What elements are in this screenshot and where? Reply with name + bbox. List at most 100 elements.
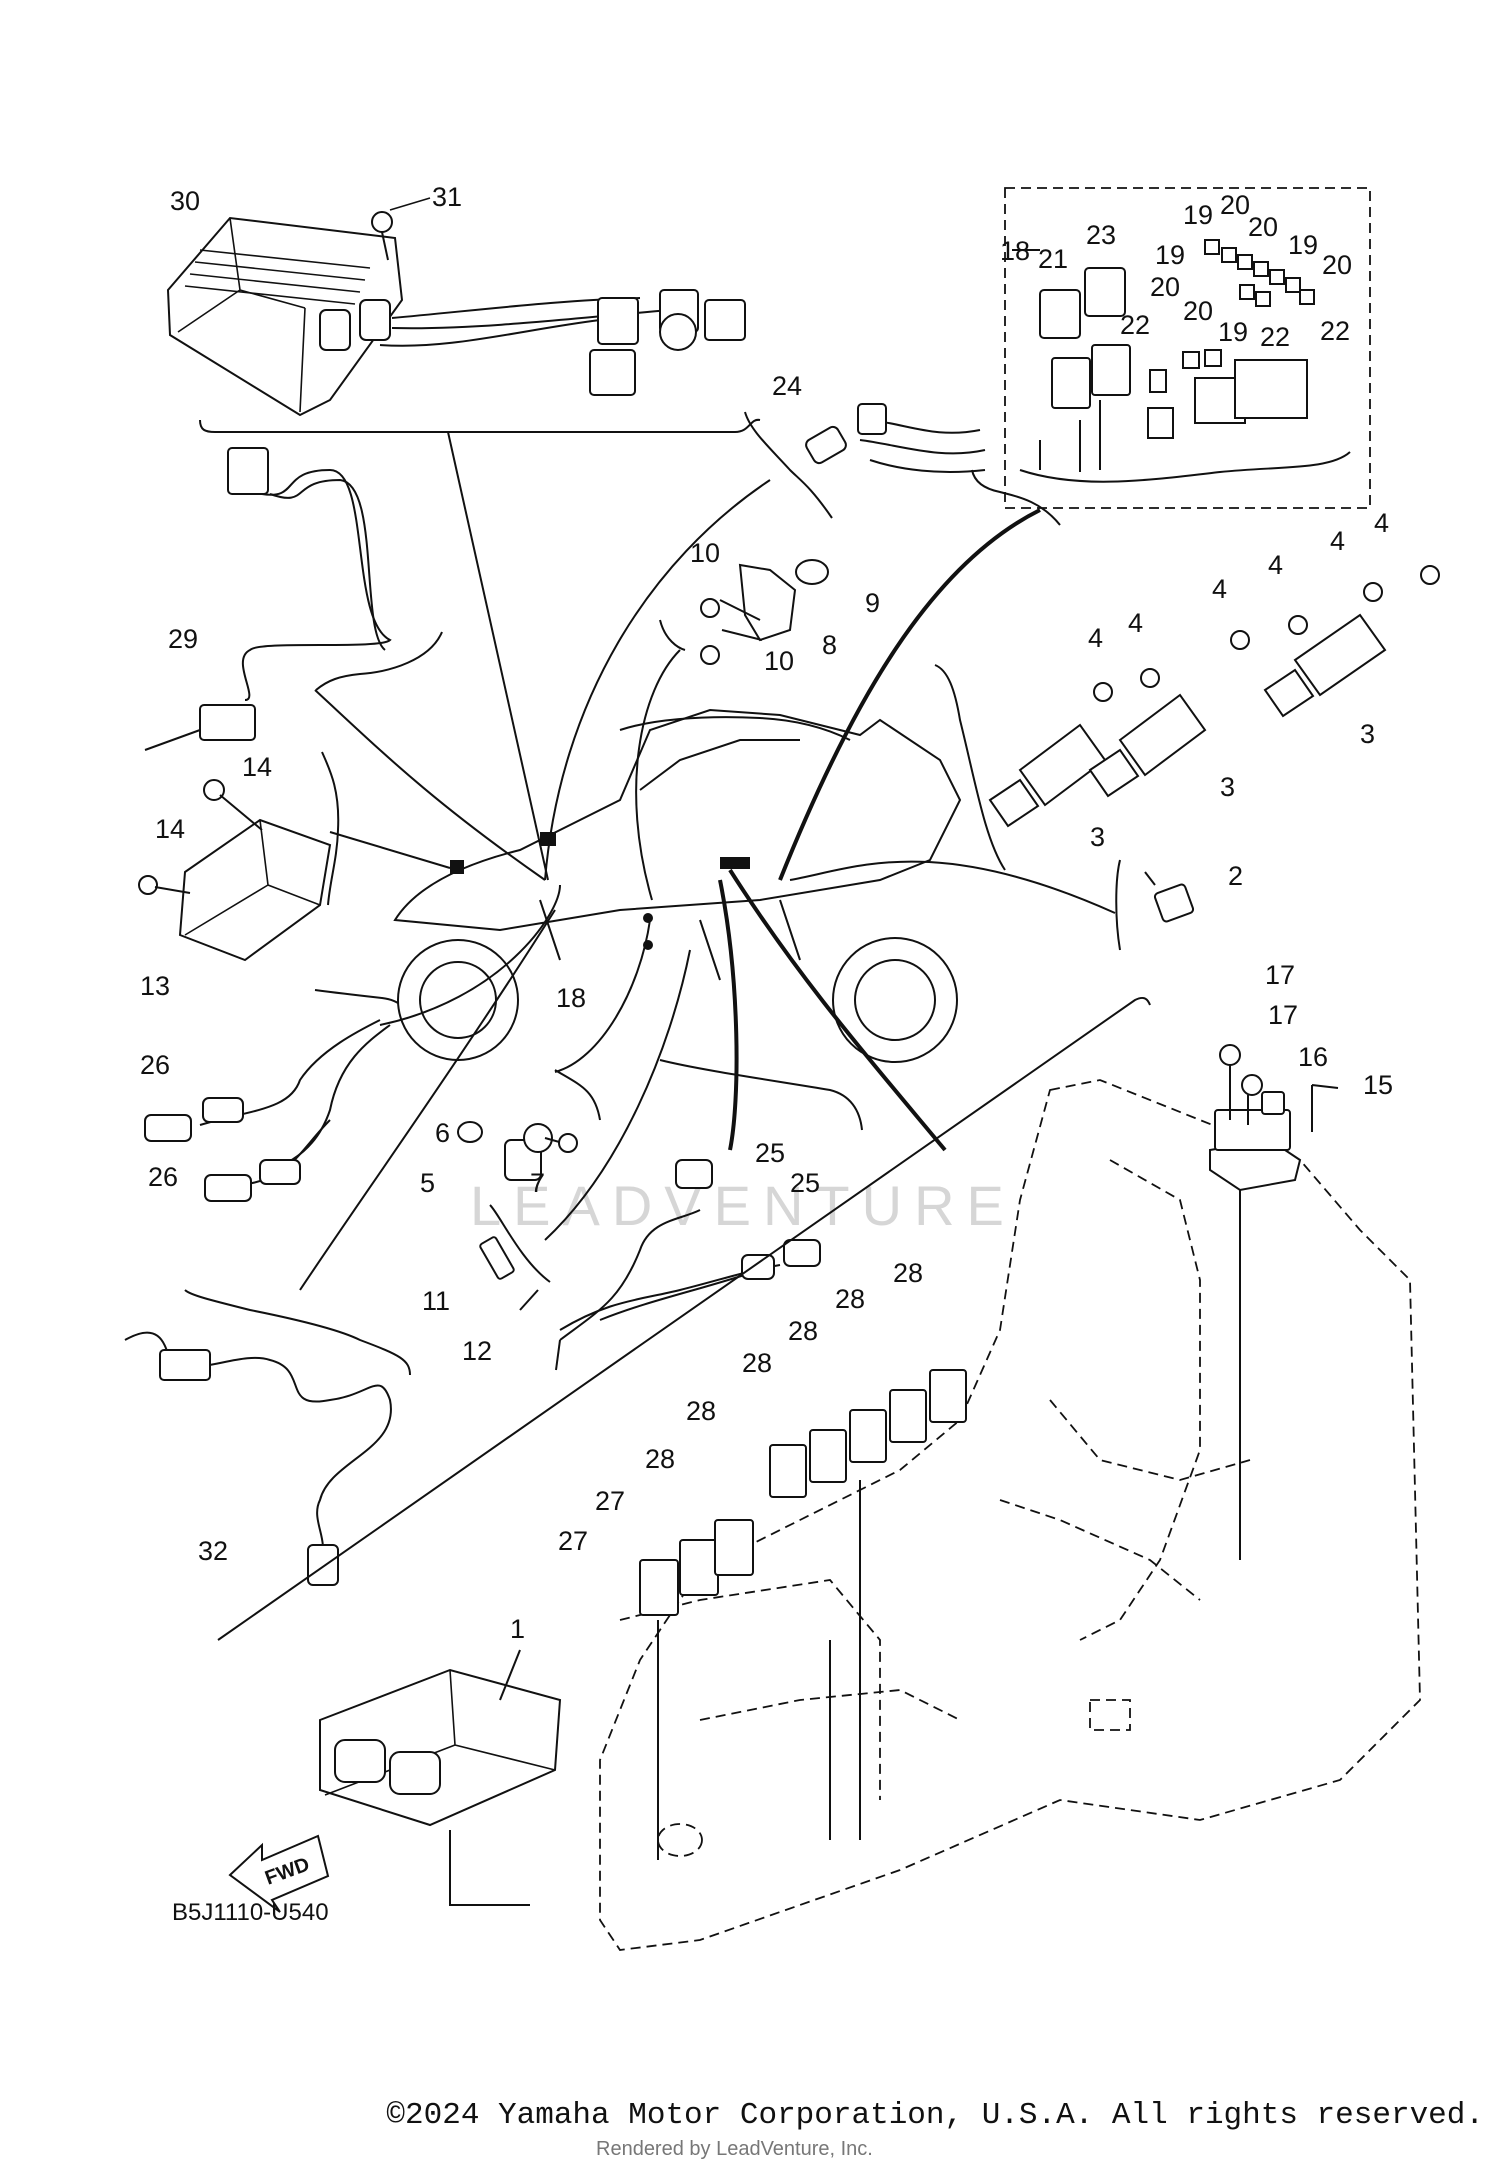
part-29-sensor (144, 447, 392, 751)
callout-19-b: 19 (1183, 200, 1213, 230)
fwd-arrow-icon: FWD (228, 1834, 330, 1913)
part-11-switch (479, 1236, 515, 1280)
part-12-pin (519, 1289, 539, 1311)
callout-12: 12 (462, 1336, 492, 1366)
part-13-ecu-module (178, 818, 332, 962)
part-27-28-relays (639, 1519, 754, 1616)
group-bracket-24 (744, 411, 833, 519)
callout-14-a: 14 (242, 752, 272, 782)
callout-labels: 30 31 18 19 19 19 19 20 20 20 20 20 21 2… (140, 182, 1393, 1644)
part-28-relay-row (769, 1369, 967, 1498)
callout-10-a: 10 (690, 538, 720, 568)
callout-31: 31 (432, 182, 462, 212)
callout-24: 24 (772, 371, 802, 401)
callout-6: 6 (435, 1118, 450, 1148)
group-bracket-11 (489, 1204, 551, 1283)
callout-23: 23 (1086, 220, 1116, 250)
callout-28-b: 28 (835, 1284, 865, 1314)
callout-19-a: 19 (1155, 240, 1185, 270)
callout-11: 11 (422, 1286, 450, 1316)
part-26-harness (144, 1019, 391, 1202)
callout-1: 1 (510, 1614, 525, 1644)
callout-3-b: 3 (1220, 772, 1235, 802)
callout-28-a: 28 (893, 1258, 923, 1288)
callout-19-c: 19 (1288, 230, 1318, 260)
group-bracket-29 (315, 631, 443, 691)
callout-20-a: 20 (1220, 190, 1250, 220)
callout-21: 21 (1038, 244, 1068, 274)
callout-7: 7 (530, 1168, 545, 1198)
callout-25-b: 25 (790, 1168, 820, 1198)
part-17-bolts (1219, 1044, 1263, 1096)
part-10-bolts (700, 598, 720, 665)
callout-16: 16 (1298, 1042, 1328, 1072)
callout-28-e: 28 (686, 1396, 716, 1426)
copyright-notice: ©2024 Yamaha Motor Corporation, U.S.A. A… (386, 2098, 1484, 2133)
callout-20-c: 20 (1322, 250, 1352, 280)
callout-15: 15 (1363, 1070, 1393, 1100)
part-6-o-ring (457, 1121, 483, 1143)
part-2-switch (1144, 871, 1195, 923)
part-24-connector (805, 403, 986, 473)
callout-30: 30 (170, 186, 200, 216)
callout-9: 9 (865, 588, 880, 618)
callout-26-a: 26 (140, 1050, 170, 1080)
callout-4-b: 4 (1128, 608, 1143, 638)
callout-4-f: 4 (1374, 508, 1389, 538)
callout-26-b: 26 (148, 1162, 178, 1192)
group-bracket-2 (1115, 859, 1121, 951)
callout-27-a: 27 (595, 1486, 625, 1516)
group-bracket-32 (184, 1289, 411, 1376)
leader-1-frame (449, 1640, 831, 1906)
group-bracket-25 (659, 1059, 863, 1131)
group-bracket-5 (554, 1069, 601, 1121)
callout-8: 8 (822, 630, 837, 660)
part-15-starter-relay (1209, 1091, 1302, 1192)
leader-ecu (217, 996, 1151, 1641)
vehicle-illustration (393, 708, 962, 1063)
group-bracket-8 (659, 619, 686, 651)
callout-28-c: 28 (788, 1316, 818, 1346)
part-1-ecu (319, 1668, 562, 1827)
callout-20-d: 20 (1150, 272, 1180, 302)
callout-20-b: 20 (1248, 212, 1278, 242)
callout-18-detail: 18 (1000, 236, 1030, 266)
callout-28-d: 28 (742, 1348, 772, 1378)
part-21-23-relays (1039, 267, 1131, 409)
part-9-o-ring (795, 559, 829, 585)
callout-13: 13 (140, 971, 170, 1001)
group-bracket-30 (199, 418, 761, 433)
callout-2: 2 (1228, 861, 1243, 891)
group-bracket-18 (971, 469, 1061, 526)
callout-27-b: 27 (558, 1526, 588, 1556)
callout-22-b: 22 (1320, 316, 1350, 346)
callout-25-a: 25 (755, 1138, 785, 1168)
watermark-text: LEADVENTURE (470, 1174, 1016, 1237)
part-7-bolt (558, 1133, 578, 1153)
part-4-bolts (1093, 565, 1440, 702)
callout-18-vehicle: 18 (556, 983, 586, 1013)
leader-15 (1229, 1065, 1339, 1132)
callout-17-a: 17 (1265, 960, 1295, 990)
callout-22-a: 22 (1260, 322, 1290, 352)
leader-1 (499, 1649, 521, 1701)
group-bracket-13 (321, 751, 340, 906)
callout-4-e: 4 (1330, 526, 1345, 556)
diagram-code: B5J1110-U540 (172, 1899, 329, 1926)
detail-box-18 (1004, 187, 1371, 509)
callout-17-b: 17 (1268, 1000, 1298, 1030)
callout-5: 5 (420, 1168, 435, 1198)
callout-28-f: 28 (645, 1444, 675, 1474)
part-31-bolt (371, 211, 393, 261)
part-5-sensor (504, 1123, 571, 1181)
callout-20-e: 20 (1183, 296, 1213, 326)
part-8-sensor (719, 563, 797, 642)
part-32-sensor (124, 1331, 392, 1586)
callout-22-c: 22 (1120, 310, 1150, 340)
part-14-bolts (138, 779, 263, 895)
part-18-fuse-box (1019, 359, 1351, 483)
callout-4-a: 4 (1088, 623, 1103, 653)
callout-29: 29 (168, 624, 198, 654)
callout-19-d: 19 (1218, 317, 1248, 347)
